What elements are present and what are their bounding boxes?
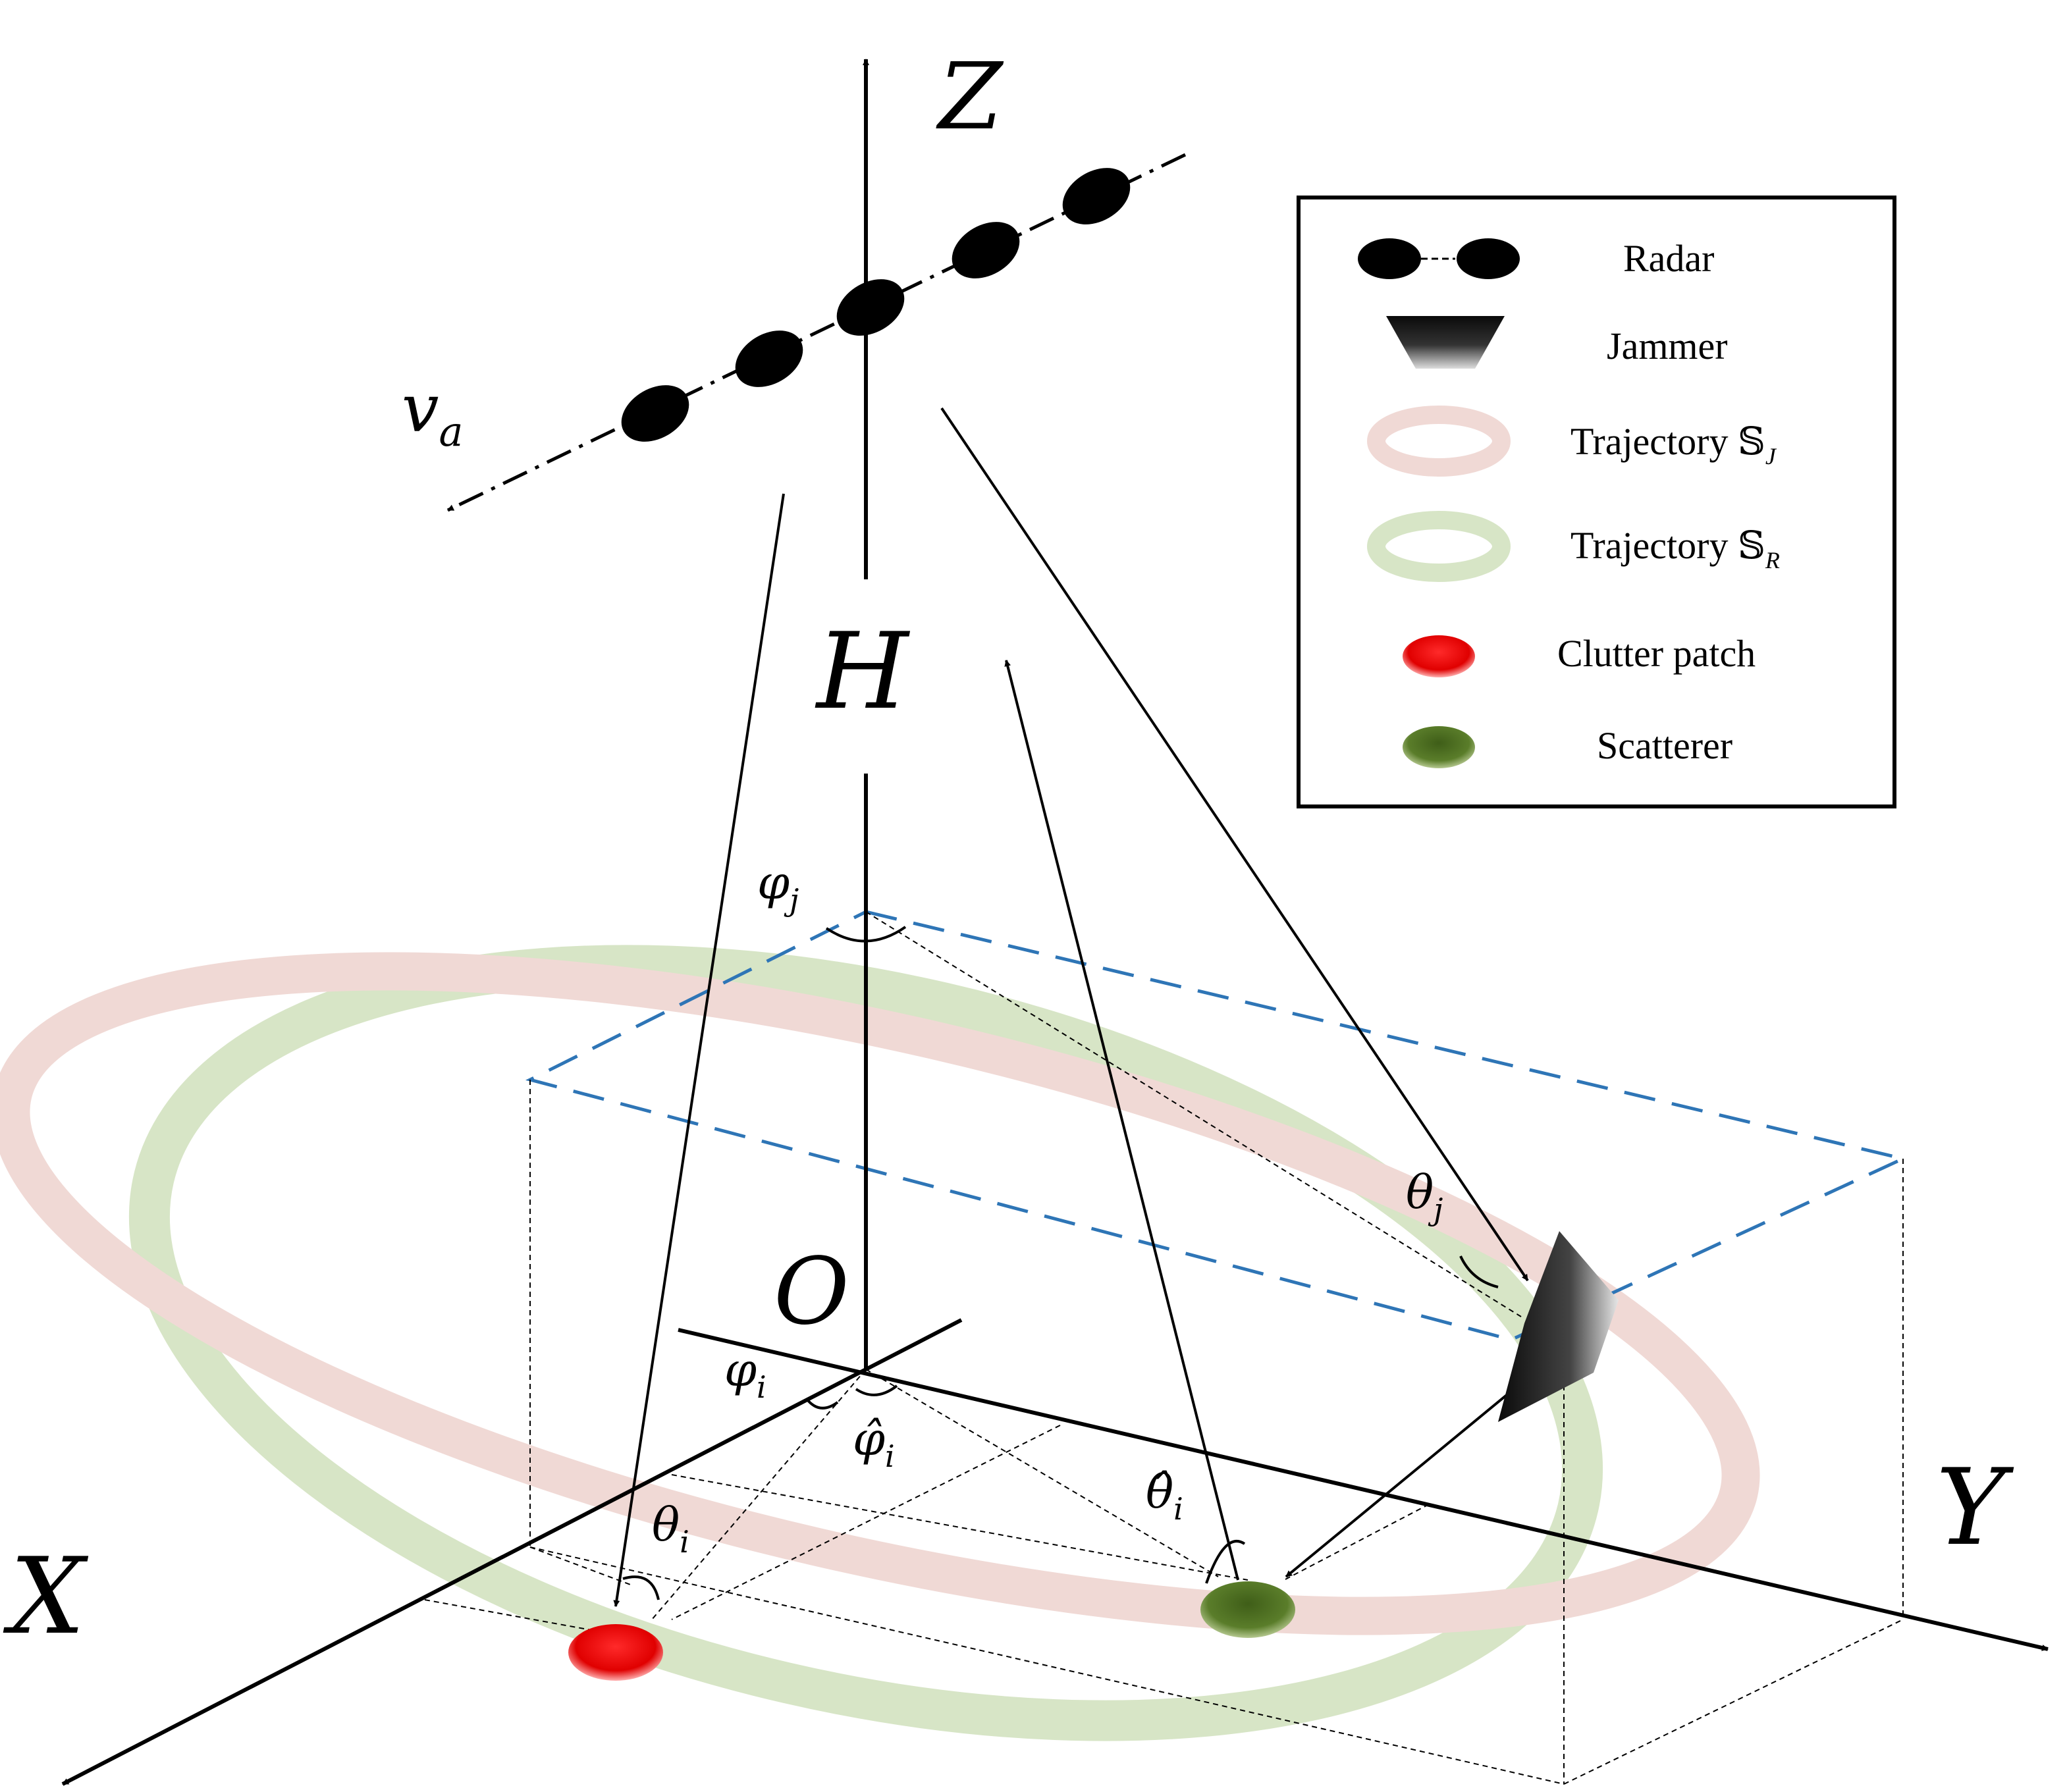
theta-i-label: θi [652,1498,689,1560]
legend-jammer-label: Jammer [1607,325,1728,367]
origin-label: O [774,1238,849,1346]
height-label: H [815,610,911,733]
projection-lines [424,911,1904,1785]
dashed-plane [525,910,1908,1342]
legend: Radar Jammer Trajectory 𝕊J Trajectory 𝕊R… [1297,196,1896,808]
radar-flight-path [446,153,1187,512]
radar-to-clutter-line [613,493,785,1607]
legend-radar-label: Radar [1623,237,1715,280]
legend-box [1297,196,1896,808]
legend-clutter-label: Clutter patch [1557,632,1756,675]
velocity-label: va [402,370,463,456]
z-axis-label: Z [936,43,1004,151]
y-axis-label: Y [1936,1446,2014,1569]
jammer-shape [1498,1231,1619,1422]
y-axis [678,1328,2049,1651]
x-axis-back [865,1318,963,1371]
phi-hat-i-label: φ̂i [853,1412,895,1474]
theta-j-label: θj [1406,1165,1443,1227]
scatterer [1200,1581,1295,1638]
phi-i-label: φi [724,1343,766,1405]
legend-scatterer-label: Scatterer [1597,724,1732,767]
x-axis [61,1367,867,1786]
jammer-to-scatterer-line [1285,1384,1519,1578]
legend-traj-r-label: Trajectory 𝕊R [1570,524,1780,573]
legend-traj-r-icon [1367,511,1511,582]
legend-radar-icon [1358,238,1520,279]
legend-clutter-icon [1403,635,1475,677]
radar-array [621,168,1131,442]
legend-traj-j-icon [1367,406,1511,477]
clutter-patch [568,1624,663,1681]
scatterer-to-radar-line [1004,660,1239,1581]
angle-arcs [622,926,1499,1600]
theta-hat-i-label: θ̂i [1146,1465,1183,1527]
trajectory-r-ring [128,945,1603,1741]
legend-jammer-icon [1386,316,1505,369]
legend-scatterer-icon [1403,726,1475,768]
radar-to-jammer-line [940,407,1529,1282]
x-axis-label: X [3,1535,89,1658]
phi-j-label: φj [757,856,799,918]
legend-traj-j-label: Trajectory 𝕊J [1570,420,1777,469]
